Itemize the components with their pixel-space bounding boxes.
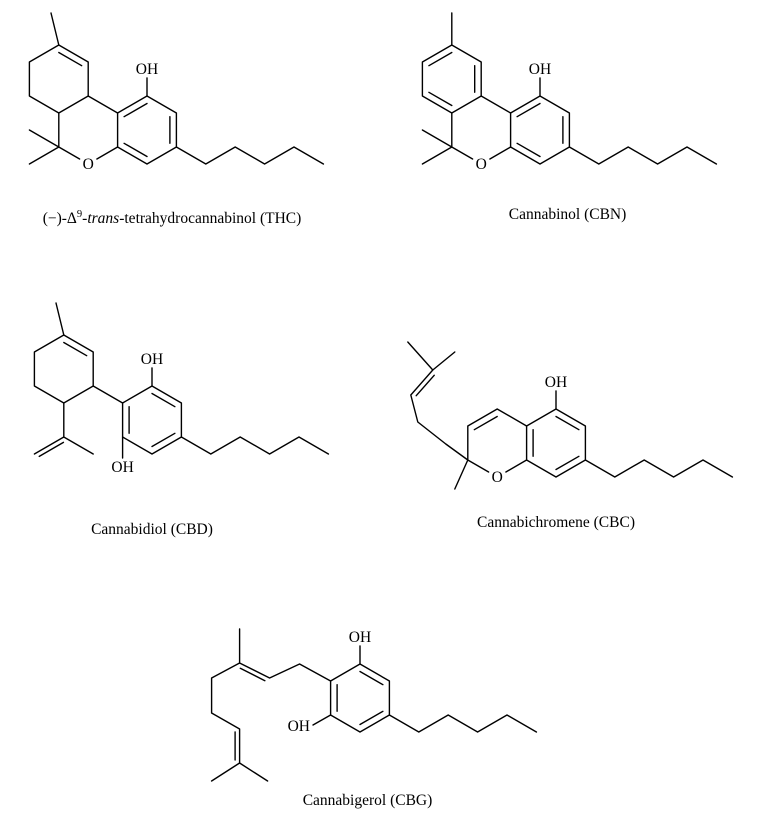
- thc-oh-label: OH: [136, 61, 158, 78]
- cbc-o-label: O: [492, 469, 503, 486]
- cbd-oh-top-label: OH: [141, 351, 163, 368]
- cbg-oh-left-label: OH: [288, 718, 310, 735]
- cbg-structure: OH OH: [210, 628, 538, 782]
- thc-caption-post: -tetrahydrocannabinol (THC): [119, 210, 302, 228]
- thc-o-label: O: [83, 156, 94, 173]
- cbg-oh-top-label: OH: [349, 629, 371, 646]
- thc-caption-italic: trans: [87, 210, 120, 228]
- cbc-structure: OH O: [407, 341, 734, 490]
- cbn-structure: OH O: [421, 12, 718, 173]
- molecule-thc: OH O (−)-Δ9-trans-tetrahydrocannabinol (…: [2, 0, 342, 228]
- cbn-caption: Cannabinol (CBN): [508, 206, 627, 223]
- thc-caption: (−)-Δ9-trans-tetrahydrocannabinol (THC): [2, 206, 342, 228]
- cbc-oh-label: OH: [545, 374, 567, 391]
- cbd-bonds: [33, 302, 330, 459]
- molecule-cbd: OH OH Cannabidiol (CBD): [2, 280, 342, 539]
- molecule-cbg: OH OH Cannabigerol (CBG): [135, 578, 555, 810]
- cbn-oh-label: OH: [529, 61, 551, 78]
- cbc-caption: Cannabichromene (CBC): [477, 514, 635, 531]
- thc-structure: OH O: [28, 12, 325, 173]
- thc-caption-sup: 9: [76, 209, 83, 220]
- thc-caption-mid: -: [82, 210, 88, 228]
- cbd-caption: Cannabidiol (CBD): [91, 521, 213, 538]
- cbg-caption: Cannabigerol (CBG): [302, 792, 433, 809]
- cbg-bonds: [210, 628, 538, 782]
- cbd-oh-bottom-label: OH: [111, 459, 133, 476]
- cbc-bonds: [407, 341, 734, 490]
- cbd-structure: OH OH: [33, 302, 330, 476]
- cbn-bonds: [421, 12, 718, 165]
- thc-caption-pre: (−)-Δ: [42, 210, 77, 228]
- molecule-cbc: OH O Cannabichromene (CBC): [351, 328, 761, 532]
- molecule-cbn: OH O Cannabinol (CBN): [395, 0, 740, 224]
- cbn-o-label: O: [476, 156, 487, 173]
- thc-bonds: [28, 12, 325, 165]
